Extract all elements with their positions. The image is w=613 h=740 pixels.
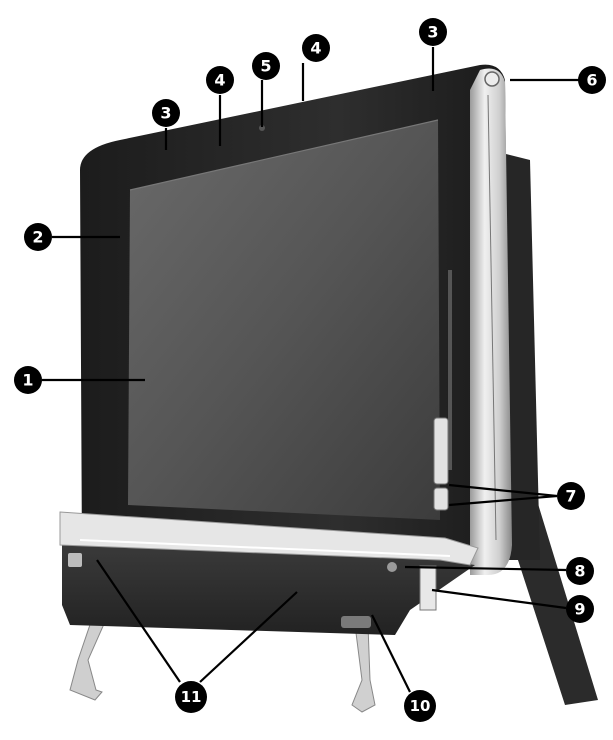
callout-8-touch-sensor: 8: [566, 557, 594, 585]
touch-sensor-shape[interactable]: [387, 562, 397, 572]
svg-text:2: 2: [32, 228, 43, 247]
callout-6-power-button: 6: [578, 66, 606, 94]
svg-text:6: 6: [586, 71, 597, 90]
side-button-upper[interactable]: [434, 418, 448, 484]
infrared-window: [341, 616, 371, 628]
callout-10-infrared-receiver: 10: [404, 690, 436, 722]
svg-text:5: 5: [260, 57, 271, 76]
svg-text:4: 4: [214, 71, 225, 90]
callout-3-microphone-right: 3: [419, 18, 447, 46]
svg-text:1: 1: [22, 371, 33, 390]
card-reader-slot: [420, 566, 436, 610]
callout-5-webcam: 5: [252, 52, 280, 80]
callout-4-webcam-light-left: 4: [206, 66, 234, 94]
callout-9-memory-card-reader: 9: [566, 595, 594, 623]
hp-logo-mark: [68, 553, 82, 567]
svg-text:8: 8: [574, 562, 585, 581]
svg-text:3: 3: [427, 23, 438, 42]
svg-text:10: 10: [410, 697, 431, 715]
callout-7-side-buttons: 7: [557, 482, 585, 510]
callout-2-bezel-edge: 2: [24, 223, 52, 251]
chrome-side-strip: [470, 69, 512, 576]
svg-text:11: 11: [181, 688, 202, 706]
right-foot: [352, 625, 375, 712]
callout-1-screen: 1: [14, 366, 42, 394]
svg-text:3: 3: [160, 104, 171, 123]
callout-4-webcam-light-right: 4: [302, 34, 330, 62]
svg-text:4: 4: [310, 39, 321, 58]
drive-slot: [448, 270, 452, 470]
power-button-shape[interactable]: [485, 72, 499, 86]
svg-text:7: 7: [565, 487, 576, 506]
side-button-lower[interactable]: [434, 488, 448, 510]
callout-3-microphone-left: 3: [152, 99, 180, 127]
callout-11-speakers: 11: [175, 681, 207, 713]
svg-text:9: 9: [574, 600, 585, 619]
